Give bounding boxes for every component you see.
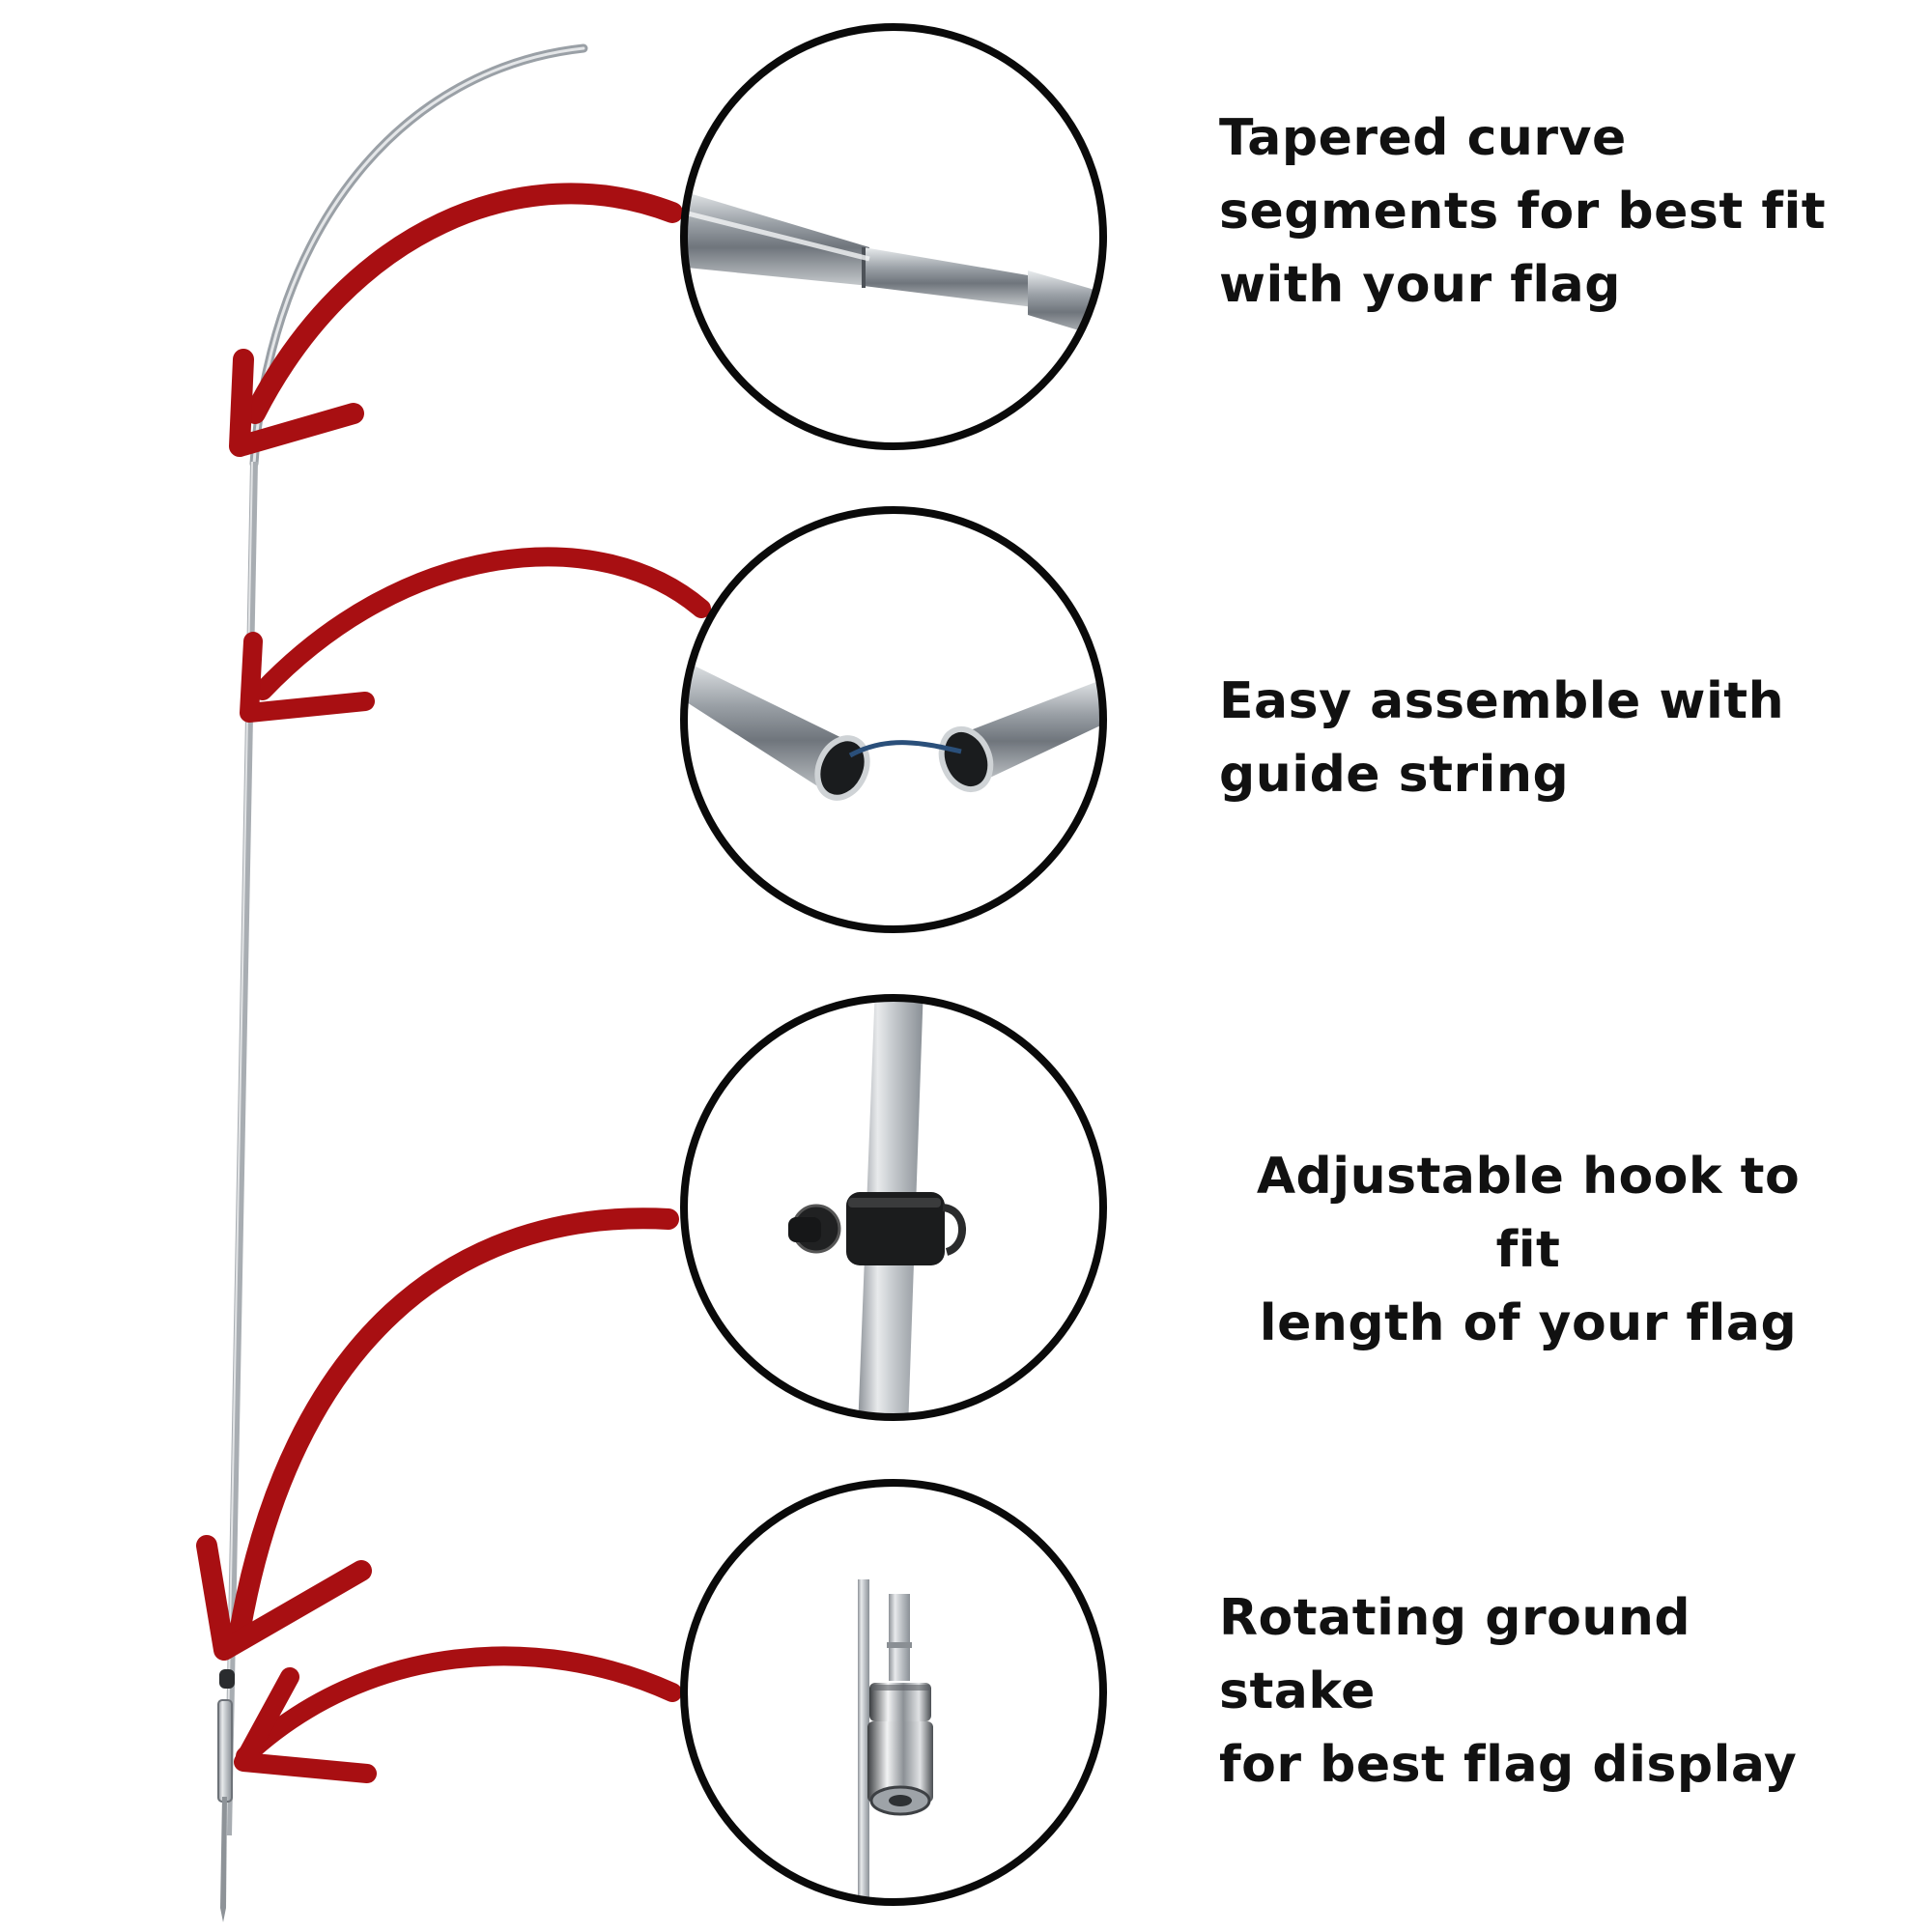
curved-arrow-icon-3: [196, 1208, 679, 1661]
detail-zoom-circle-3: [680, 994, 1107, 1421]
feature-label-line: segments for best fit: [1219, 183, 1827, 241]
feature-label-line: for best flag display: [1219, 1736, 1798, 1794]
detail-zoom-circle-4: [680, 1479, 1107, 1906]
feature-label-guide-string: Easy assemble with guide string: [1219, 665, 1837, 811]
detail-zoom-circle-2: [680, 506, 1107, 933]
feature-label-tapered-segments: Tapered curve segments for best fit with…: [1219, 101, 1837, 322]
feature-label-ground-stake: Rotating ground stake for best flag disp…: [1219, 1581, 1837, 1802]
curved-arrow-icon-4: [234, 1646, 682, 1783]
pole-curved-top: [249, 43, 588, 469]
detail-zoom-circle-1: [680, 23, 1107, 450]
feature-label-line: with your flag: [1219, 256, 1621, 314]
arrows: [196, 183, 711, 1783]
ground-stake-sleeve: [217, 1699, 233, 1803]
flag-pole: [217, 43, 588, 1922]
feature-label-adjustable-hook: Adjustable hook to fit length of your fl…: [1219, 1140, 1837, 1360]
feature-label-line: Easy assemble with: [1219, 672, 1785, 730]
curved-arrow-icon-1: [229, 183, 683, 457]
feature-label-line: Tapered curve: [1219, 109, 1627, 167]
feature-label-line: Adjustable hook to fit: [1256, 1148, 1801, 1279]
feature-label-line: Rotating ground stake: [1219, 1589, 1691, 1720]
feature-label-line: guide string: [1219, 746, 1570, 804]
curved-arrow-icon-2: [240, 547, 711, 723]
pole-hook: [219, 1669, 235, 1689]
ground-stake-spike: [220, 1797, 227, 1922]
feature-label-line: length of your flag: [1259, 1294, 1798, 1352]
